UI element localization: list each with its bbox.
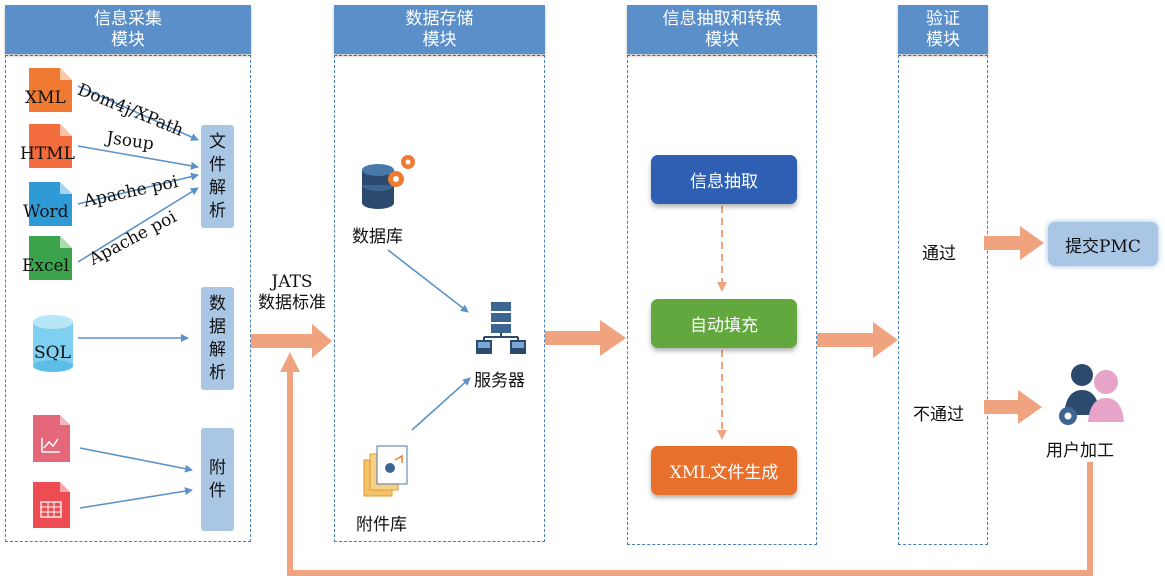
extract-module-header: 信息抽取和转换 模块 bbox=[627, 5, 817, 54]
submit-pmc-box: 提交PMC bbox=[1048, 222, 1158, 266]
excel-label: Excel bbox=[22, 256, 70, 276]
attachment-box: 附 件 bbox=[201, 428, 234, 531]
server-label: 服务器 bbox=[474, 371, 525, 391]
data-parse-char: 据 bbox=[209, 316, 226, 337]
attachment-library-label: 附件库 bbox=[356, 515, 407, 535]
word-file-icon bbox=[29, 182, 72, 226]
file-parse-char: 析 bbox=[209, 200, 226, 221]
table-file-icon bbox=[33, 482, 70, 528]
word-label: Word bbox=[23, 202, 69, 222]
verify-header-line2: 模块 bbox=[926, 29, 960, 50]
verify-panel bbox=[898, 55, 988, 545]
data-parse-box: 数 据 解 析 bbox=[201, 287, 234, 390]
store-header-line1: 数据存储 bbox=[405, 8, 474, 29]
file-parse-box: 文 件 解 析 bbox=[201, 125, 234, 228]
store-module-header: 数据存储 模块 bbox=[334, 5, 545, 54]
data-parse-char: 数 bbox=[209, 293, 226, 314]
extract-header-line2: 模块 bbox=[705, 29, 739, 50]
jats-line1: JATS bbox=[271, 272, 313, 292]
file-parse-char: 文 bbox=[209, 131, 226, 152]
store-header-line2: 模块 bbox=[422, 29, 457, 50]
pass-label: 通过 bbox=[922, 244, 956, 264]
html-file-icon bbox=[29, 124, 72, 168]
storage-database-icon bbox=[362, 155, 415, 209]
user-process-icon bbox=[1059, 364, 1124, 425]
sql-database-icon bbox=[33, 315, 73, 372]
server-icon bbox=[476, 302, 526, 354]
database-label: 数据库 bbox=[352, 227, 403, 247]
user-process-label: 用户加工 bbox=[1046, 441, 1114, 461]
xml-label: XML bbox=[25, 88, 66, 108]
store-panel bbox=[334, 55, 545, 542]
jats-label: JATS 数据标准 bbox=[248, 272, 336, 314]
chart-file-icon bbox=[33, 415, 70, 462]
xml-file-icon bbox=[29, 68, 72, 112]
html-label: HTML bbox=[20, 144, 75, 164]
extract-header-line1: 信息抽取和转换 bbox=[662, 8, 782, 29]
extract-panel bbox=[627, 55, 817, 545]
verify-header-line1: 验证 bbox=[926, 8, 960, 29]
generate-step: XML文件生成 bbox=[651, 446, 797, 495]
excel-file-icon bbox=[29, 236, 72, 280]
collect-header-line2: 模块 bbox=[111, 29, 145, 50]
attachment-char: 件 bbox=[209, 480, 226, 501]
collect-module-header: 信息采集 模块 bbox=[5, 5, 251, 54]
file-parse-char: 件 bbox=[209, 154, 226, 175]
sql-label: SQL bbox=[34, 343, 71, 363]
data-parse-char: 析 bbox=[209, 362, 226, 383]
data-parse-char: 解 bbox=[209, 339, 226, 360]
collect-panel bbox=[5, 55, 251, 542]
jats-line2: 数据标准 bbox=[258, 293, 326, 313]
autofill-step: 自动填充 bbox=[651, 299, 797, 348]
fail-label: 不通过 bbox=[913, 405, 964, 425]
file-parse-char: 解 bbox=[209, 177, 226, 198]
extract-step: 信息抽取 bbox=[651, 155, 797, 204]
attachment-char: 附 bbox=[209, 457, 226, 478]
collect-header-line1: 信息采集 bbox=[94, 8, 162, 29]
verify-module-header: 验证 模块 bbox=[898, 5, 988, 54]
attachment-library-icon bbox=[363, 445, 408, 497]
